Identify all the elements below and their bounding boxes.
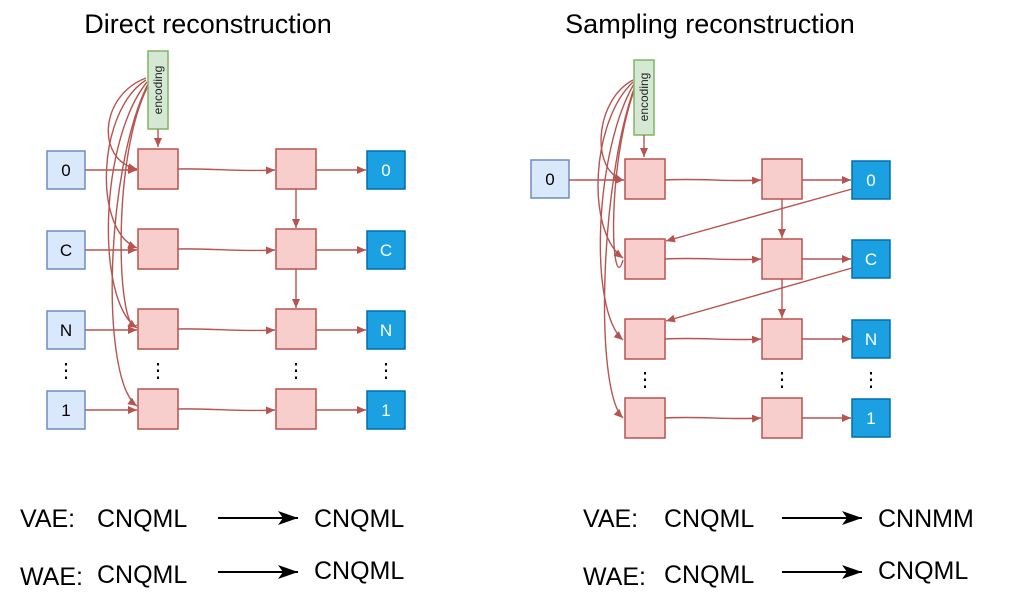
caption-vae: VAE: CNQML CNQML [20,505,404,533]
svg-text:0: 0 [545,170,554,189]
svg-text:1: 1 [866,409,875,428]
output-token: 0 [851,160,891,200]
input-column: 0 C N 1 [46,150,86,430]
encoding-box: encoding [147,50,169,130]
svg-text:0: 0 [61,161,70,180]
svg-text:⋮: ⋮ [635,369,655,391]
input-token: 1 [46,390,86,430]
rnn-cell [137,228,179,270]
encoding-box: encoding [633,59,655,136]
rnn-cell [275,148,317,190]
output-column: 0 C N 1 [851,160,891,438]
svg-text:1: 1 [381,401,390,420]
svg-text:N: N [60,321,72,340]
rnn-cell [137,148,179,190]
svg-text:CNQML: CNQML [314,505,404,533]
output-token: 1 [366,390,406,430]
rnn-cells [137,148,317,430]
panel-direct-reconstruction: Direct reconstruction encoding 0 C [20,9,406,591]
caption-wae: WAE: CNQML CNQML [20,557,404,591]
output-column: 0 C N 1 [366,150,406,430]
rnn-cell [275,228,317,270]
input-token: 0 [530,159,570,199]
svg-text:N: N [865,330,877,349]
svg-text:C: C [380,241,392,260]
input-token: N [46,310,86,350]
svg-text:CNQML: CNQML [97,561,187,589]
rnn-cell [624,318,666,360]
panel-title: Direct reconstruction [84,9,332,39]
svg-text:0: 0 [866,171,875,190]
output-token: 0 [366,150,406,190]
caption-vae: VAE: CNQML CNNMM [583,505,974,533]
output-token: N [851,319,891,359]
panel-sampling-reconstruction: Sampling reconstruction encoding 0 [530,9,974,591]
rnn-cell [624,397,666,439]
svg-text:C: C [865,250,877,269]
ellipsis-row: ⋮ ⋮ ⋮ [635,369,881,391]
encoding-curves [105,77,149,407]
output-token: C [366,230,406,270]
input-token: C [46,230,86,270]
svg-text:C: C [60,241,72,260]
svg-text:⋮: ⋮ [286,360,306,382]
svg-text:CNQML: CNQML [664,561,754,589]
encoding-label: encoding [637,73,651,122]
rnn-cell [275,308,317,350]
svg-text:WAE:: WAE: [20,563,83,591]
svg-text:CNQML: CNQML [97,505,187,533]
encoding-label: encoding [151,66,165,115]
svg-text:1: 1 [61,401,70,420]
panel-title: Sampling reconstruction [565,9,855,39]
input-token: 0 [46,150,86,190]
output-token: C [851,239,891,279]
rnn-cell [761,158,803,200]
flow-arrows [569,176,853,423]
rnn-cell [624,238,666,280]
svg-text:⋮: ⋮ [148,360,168,382]
rnn-cells [624,158,803,439]
svg-text:⋮: ⋮ [56,360,76,382]
rnn-cell [275,388,317,430]
svg-text:VAE:: VAE: [583,505,638,533]
svg-text:CNQML: CNQML [878,557,968,585]
svg-text:⋮: ⋮ [376,360,396,382]
svg-text:⋮: ⋮ [772,369,792,391]
ellipsis-row: ⋮ ⋮ ⋮ ⋮ [56,360,396,382]
rnn-cell [761,318,803,360]
svg-text:CNQML: CNQML [314,557,404,585]
svg-text:VAE:: VAE: [20,505,75,533]
output-token: 1 [851,398,891,438]
svg-text:CNNMM: CNNMM [878,505,974,533]
rnn-cell [137,388,179,430]
rnn-cell [137,308,179,350]
svg-text:CNQML: CNQML [664,505,754,533]
flow-arrows [85,166,366,415]
output-token: N [366,310,406,350]
svg-text:0: 0 [381,161,390,180]
svg-text:N: N [380,321,392,340]
svg-text:WAE:: WAE: [583,563,646,591]
rnn-cell [761,397,803,439]
caption-wae: WAE: CNQML CNQML [583,557,968,591]
rnn-cell [624,158,666,200]
encoding-curves [597,79,636,419]
svg-text:⋮: ⋮ [861,369,881,391]
rnn-cell [761,238,803,280]
